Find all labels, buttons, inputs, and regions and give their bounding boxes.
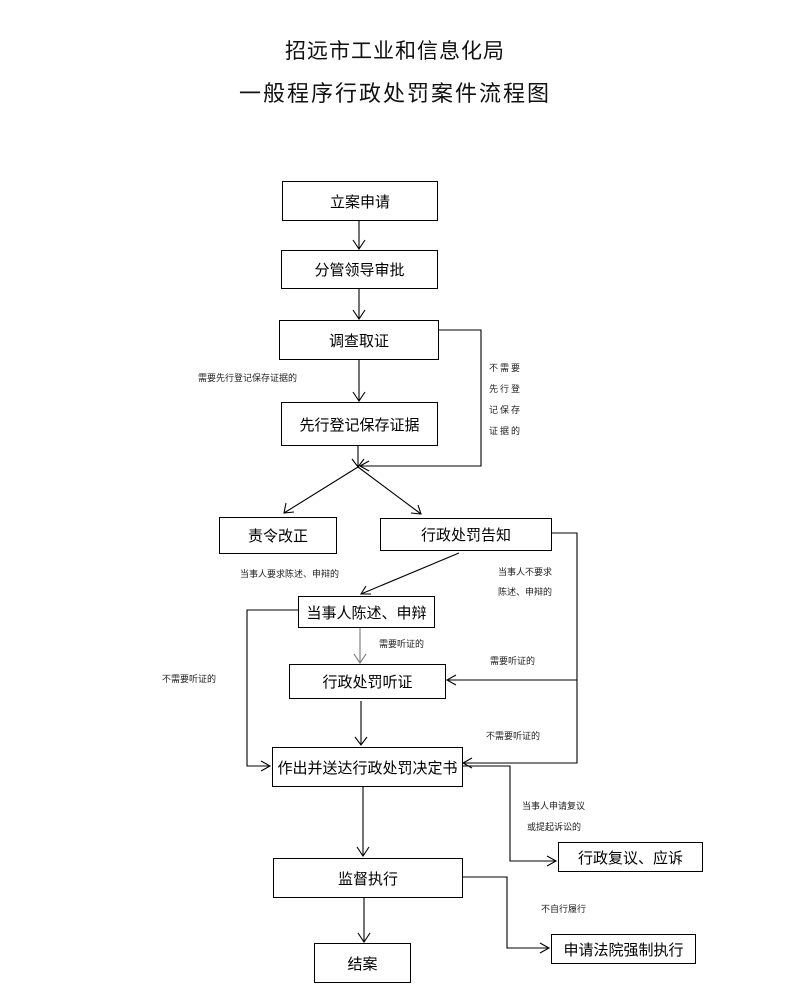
arrowhead [352,309,366,320]
arrowhead [357,932,371,943]
edge-junction-notice [357,466,422,515]
edge-junction-correction [283,466,359,514]
arrowhead [546,855,558,867]
chart-title: 一般程序行政处罚案件流程图 [238,82,551,107]
arrowhead [283,502,295,514]
label-need-hearing-2: 需要听证的 [490,657,536,667]
arrowhead [410,504,422,515]
label-no-need-preserve: 不需要先行登记保存证据的 [489,364,523,437]
node-review-litigation: 行政复议、应诉 [558,842,703,872]
label-appeal-2: 或提起诉讼的 [527,823,582,833]
node-preserve-evidence: 先行登记保存证据 [281,402,438,446]
node-court-enforcement: 申请法院强制执行 [551,934,696,964]
label-appeal-1: 当事人申请复议 [522,802,586,812]
node-filing: 立案申请 [282,181,438,221]
node-decision: 作出并送达行政处罚决定书 [272,747,463,787]
node-investigation: 调查取证 [279,320,439,360]
edge-decision-review [462,765,556,862]
label-no-hearing-left: 不需要听证的 [162,675,217,685]
edge-investigation-bypass [360,329,482,467]
arrowhead [539,942,551,954]
label-not-comply: 不自行履行 [541,905,587,915]
label-need-preserve: 需要先行登记保存证据的 [198,374,298,384]
node-supervise: 监督执行 [273,858,463,898]
label-no-hearing-right: 不需要听证的 [486,732,541,742]
node-close-case: 结案 [314,943,411,983]
label-need-hearing-1: 需要听证的 [379,640,425,650]
node-penalty-notice: 行政处罚告知 [380,518,552,551]
node-order-correction: 责令改正 [219,517,337,554]
arrowhead [260,760,272,772]
arrowhead [352,391,366,402]
edge-notice-right [463,532,578,764]
node-approval: 分管领导审批 [281,250,438,289]
node-statement-defense: 当事人陈述、申辩 [298,596,435,628]
organization-title: 招远市工业和信息化局 [285,39,505,63]
edge-statement-bypass [246,609,298,767]
arrowhead [352,239,366,250]
arrowhead [356,846,370,857]
arrowhead [354,736,368,746]
arrowhead [358,460,370,472]
edge-supervise-court [462,876,549,949]
arrowhead [360,585,371,595]
label-no-statement-1: 当事人不要求 [498,568,553,578]
node-hearing: 行政处罚听证 [289,664,446,699]
edge-notice-statement [360,552,460,595]
label-requests-statement: 当事人要求陈述、申辩的 [240,570,340,580]
arrowhead [445,674,457,686]
label-no-statement-2: 陈述、申辩的 [498,588,553,598]
arrowhead [353,653,367,664]
